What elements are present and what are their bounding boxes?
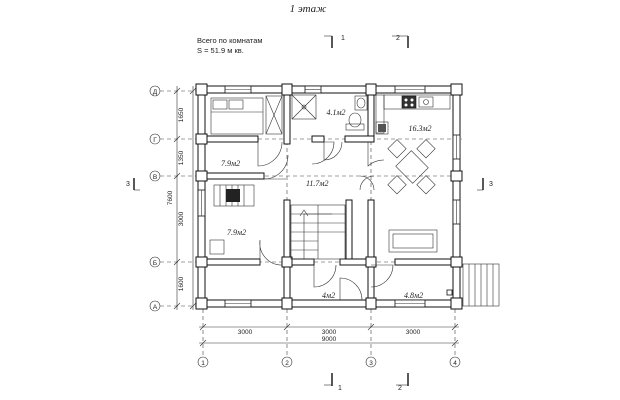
sofa <box>388 229 438 253</box>
column-axis-label: 1 <box>201 360 205 367</box>
room-area-office: 7.9м2 <box>227 228 246 237</box>
room-area-hall: 11.7м2 <box>306 179 329 188</box>
kitchen-counter <box>375 94 451 134</box>
living-door <box>359 175 375 191</box>
wardrobe <box>265 95 283 135</box>
row-axis-label: В <box>153 174 157 181</box>
room-area-vestibule: 4м2 <box>322 291 335 300</box>
shower-cabin <box>291 94 317 120</box>
section-label-2-bottom: 2 <box>398 385 402 392</box>
area-summary-label: Всего по комнатам <box>197 36 263 45</box>
row-dimension: 1650 <box>178 107 185 122</box>
row-dimension: 1350 <box>178 150 185 165</box>
section-cut-side: 3 3 <box>126 178 493 191</box>
row-axis-label: Д <box>153 89 158 96</box>
entrance-steps <box>462 263 500 307</box>
row-total-dimension: 7600 <box>167 190 174 205</box>
row-axis-markers: Д Г В Б А <box>149 85 161 312</box>
wall-joints <box>195 83 463 310</box>
sink <box>354 95 368 111</box>
section-label-1-top: 1 <box>341 35 345 42</box>
section-label-2-top: 2 <box>396 35 400 42</box>
section-cut-top: 1 2 <box>324 35 409 48</box>
kitchen-sink <box>418 96 434 108</box>
row-axis-label: Г <box>153 137 157 144</box>
row-dimension-chain: 1650 1350 3000 1600 7600 <box>167 86 197 310</box>
column-axis-label: 2 <box>285 360 289 367</box>
double-bed <box>210 97 264 135</box>
column-axis-label: 4 <box>453 360 457 367</box>
room-area-bedroom: 7.9м2 <box>221 159 240 168</box>
section-label-1-bottom: 1 <box>338 385 342 392</box>
hall-kitchen-door <box>359 175 375 191</box>
column-dimension: 3000 <box>322 329 337 336</box>
stove <box>401 95 417 109</box>
room-area-bathroom: 4.1м2 <box>326 108 345 117</box>
section-cut-bottom: 1 2 <box>324 373 409 392</box>
porch-post <box>446 289 453 296</box>
area-summary-value: S = 51.9 м кв. <box>197 46 244 55</box>
column-dimension-chain: 3000 3000 3000 9000 <box>199 323 459 347</box>
room-area-kitchen: 16.3м2 <box>408 124 431 133</box>
dining-table <box>387 139 436 195</box>
column-dimension: 3000 <box>238 329 253 336</box>
toilet <box>345 112 365 131</box>
column-total-dimension: 9000 <box>322 336 337 343</box>
row-dimension: 3000 <box>178 211 185 226</box>
office-desk <box>213 184 255 207</box>
room-area-porch-room: 4.8м2 <box>404 291 423 300</box>
plan-title: 1 этаж <box>290 3 328 15</box>
column-axis-markers: 1 2 3 4 <box>197 356 461 368</box>
hall-door-arc <box>263 154 289 180</box>
section-label-3-right: 3 <box>489 181 493 188</box>
staircase <box>290 204 346 260</box>
column-dimension: 3000 <box>406 329 421 336</box>
column-axis-label: 3 <box>369 360 373 367</box>
row-dimension: 1600 <box>178 276 185 291</box>
kitchen-appliance <box>375 121 389 135</box>
interior-walls <box>197 85 461 308</box>
section-label-3-left: 3 <box>126 181 130 188</box>
row-axis-label: Б <box>153 260 157 267</box>
row-axis-label: А <box>153 304 158 311</box>
office-chair <box>209 239 225 255</box>
doors <box>257 141 394 301</box>
windows <box>197 85 461 308</box>
